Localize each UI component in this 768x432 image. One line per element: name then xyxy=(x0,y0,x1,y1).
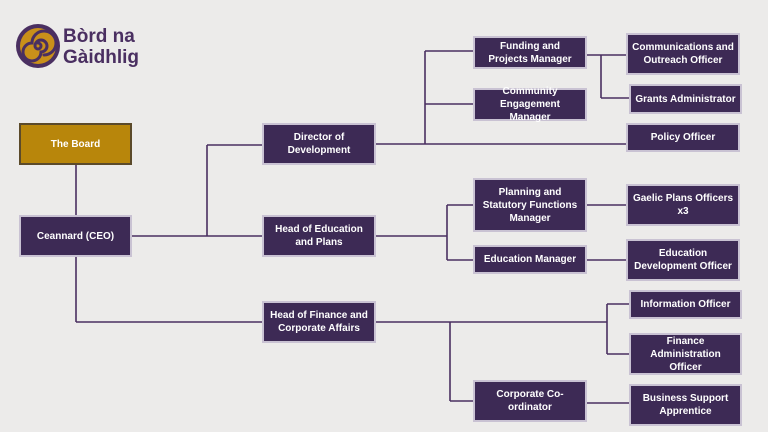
node-ceo: Ceannard (CEO) xyxy=(19,215,132,257)
node-board: The Board xyxy=(19,123,132,165)
node-finance-admin-officer: Finance Administration Officer xyxy=(629,333,742,375)
node-information-officer: Information Officer xyxy=(629,290,742,319)
node-head-finance: Head of Finance and Corporate Affairs xyxy=(262,301,376,343)
node-education-manager: Education Manager xyxy=(473,245,587,274)
logo-spiral-icon xyxy=(16,24,60,68)
connector-lines xyxy=(75,50,630,404)
logo-wordmark: Bòrd na Gàidhlig xyxy=(63,26,139,68)
node-corporate-coordinator: Corporate Co-ordinator xyxy=(473,380,587,422)
node-grants-admin: Grants Administrator xyxy=(629,84,742,114)
node-policy-officer: Policy Officer xyxy=(626,123,740,152)
node-planning-manager: Planning and Statutory Functions Manager xyxy=(473,178,587,232)
node-funding-manager: Funding and Projects Manager xyxy=(473,36,587,69)
node-director-development: Director of Development xyxy=(262,123,376,165)
node-business-support-apprentice: Business Support Apprentice xyxy=(629,384,742,426)
logo-line-2: Gàidhlig xyxy=(63,47,139,68)
node-gaelic-plans-officers: Gaelic Plans Officers x3 xyxy=(626,184,740,226)
node-head-education: Head of Education and Plans xyxy=(262,215,376,257)
node-community-manager: Community Engagement Manager xyxy=(473,86,587,123)
logo-line-1: Bòrd na xyxy=(63,26,135,47)
node-education-development-officer: Education Development Officer xyxy=(626,239,740,281)
node-comms-officer: Communications and Outreach Officer xyxy=(626,33,740,75)
